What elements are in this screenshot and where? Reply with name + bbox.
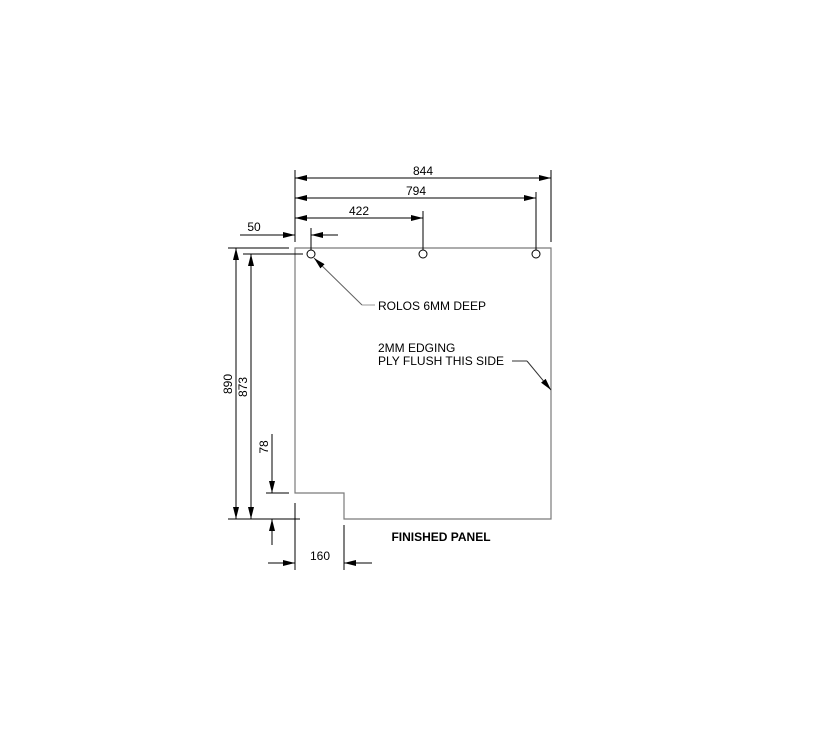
dimension-873-label: 873 bbox=[236, 377, 250, 397]
dimension-78 bbox=[266, 434, 289, 545]
leader-holes bbox=[313, 257, 375, 306]
leader-edging bbox=[512, 360, 552, 391]
panel-outline bbox=[294, 247, 552, 520]
note-edging-line1: 2MM EDGING bbox=[378, 341, 455, 355]
note-edging-line2: PLY FLUSH THIS SIDE bbox=[378, 354, 504, 368]
hole-1 bbox=[306, 249, 316, 259]
dimension-160 bbox=[268, 503, 372, 570]
dimension-160-label: 160 bbox=[310, 549, 330, 563]
dimension-78-label: 78 bbox=[257, 440, 271, 454]
dimension-422 bbox=[295, 211, 424, 250]
hole-2 bbox=[418, 249, 428, 259]
dimension-890 bbox=[228, 247, 300, 520]
dimension-794-label: 794 bbox=[406, 184, 426, 198]
dimension-794 bbox=[295, 192, 537, 250]
dimension-890-label: 890 bbox=[221, 374, 235, 394]
dimension-873 bbox=[243, 253, 303, 519]
dimension-844 bbox=[294, 170, 552, 242]
hole-3 bbox=[531, 249, 541, 259]
dimension-50-label: 50 bbox=[247, 220, 261, 234]
dimension-50 bbox=[240, 228, 338, 250]
note-holes: ROLOS 6MM DEEP bbox=[378, 299, 486, 313]
dimension-844-label: 844 bbox=[413, 164, 433, 178]
dimension-422-label: 422 bbox=[349, 204, 369, 218]
drawing-title: FINISHED PANEL bbox=[391, 530, 490, 544]
